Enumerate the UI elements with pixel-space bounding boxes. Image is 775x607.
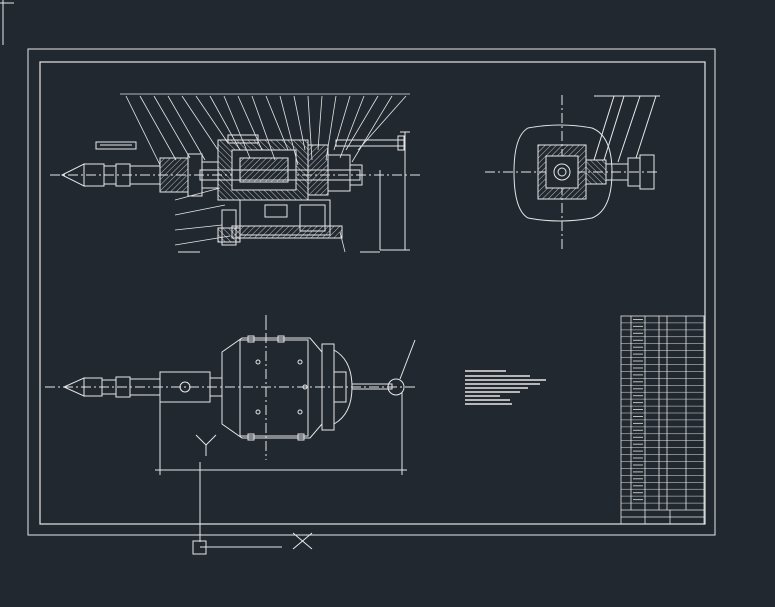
shaft	[199, 169, 361, 181]
plan-view[interactable]	[45, 315, 416, 475]
bore-circle	[553, 163, 571, 181]
side-view[interactable]	[485, 95, 660, 250]
technical-notes	[465, 370, 546, 405]
sheet-inner-border	[39, 61, 706, 525]
parts-list-rows	[621, 319, 704, 504]
knob	[639, 154, 655, 190]
handle-ball	[387, 378, 405, 396]
part-label-box	[95, 141, 137, 150]
leader-lines	[120, 93, 410, 253]
handle-rod	[351, 383, 393, 390]
section-view[interactable]	[50, 131, 420, 253]
ucs-axis-y-glyph	[195, 434, 207, 446]
ucs-icon	[192, 434, 313, 555]
corner-mark	[0, 0, 14, 45]
sheet-outer-border	[27, 48, 716, 536]
nut	[159, 157, 189, 193]
body-outline	[513, 124, 613, 222]
